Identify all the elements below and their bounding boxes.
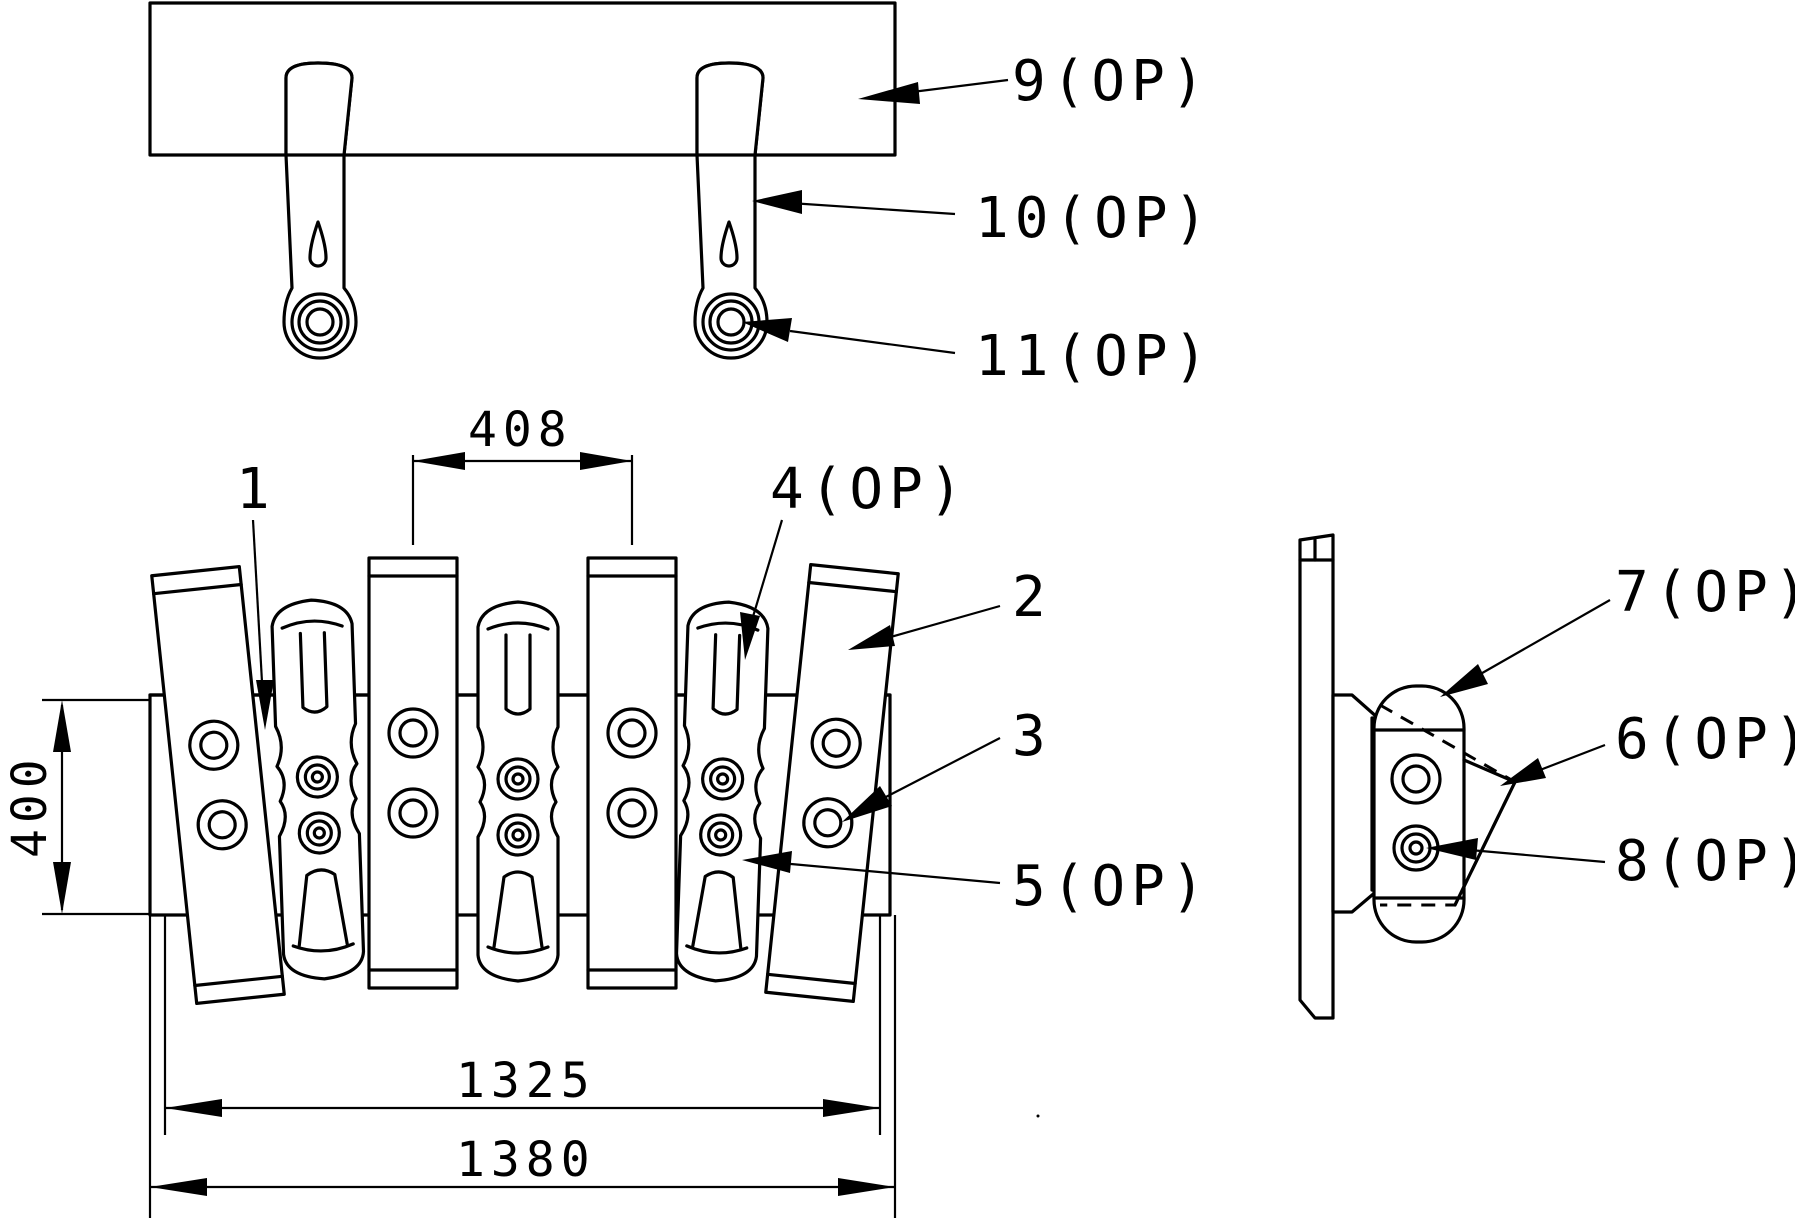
dimension-400: 400 — [2, 753, 58, 858]
track-shoe — [152, 567, 284, 1004]
callout-4: 4(OP) — [770, 457, 969, 522]
track-shoe — [766, 565, 898, 1002]
arm-left — [282, 61, 358, 360]
callout-10: 10(OP) — [975, 186, 1213, 251]
track-shoe — [369, 558, 457, 988]
stray-dot — [1036, 1114, 1040, 1118]
side-link — [1372, 684, 1466, 944]
callout-2: 2 — [1012, 565, 1052, 630]
track-link — [478, 602, 558, 981]
callout-3: 3 — [1012, 704, 1052, 769]
callout-1: 1 — [236, 457, 276, 522]
side-view — [1298, 533, 1611, 1020]
dimension-1380: 1380 — [456, 1132, 596, 1188]
track-link — [676, 601, 769, 983]
dimension-1325: 1325 — [456, 1053, 596, 1109]
callout-6: 6(OP) — [1615, 707, 1795, 772]
callout-11: 11(OP) — [975, 324, 1213, 389]
arm-right — [693, 61, 769, 360]
callout-5: 5(OP) — [1012, 854, 1211, 919]
callout-7: 7(OP) — [1615, 560, 1795, 625]
dimension-408: 408 — [468, 402, 573, 458]
top-assembly — [148, 1, 1009, 360]
callout-8: 8(OP) — [1615, 829, 1795, 894]
mounting-board — [148, 1, 897, 157]
track-link — [271, 599, 364, 981]
callout-9: 9(OP) — [1012, 49, 1211, 114]
track-shoe — [588, 558, 676, 988]
track-assembly — [42, 452, 1001, 1218]
